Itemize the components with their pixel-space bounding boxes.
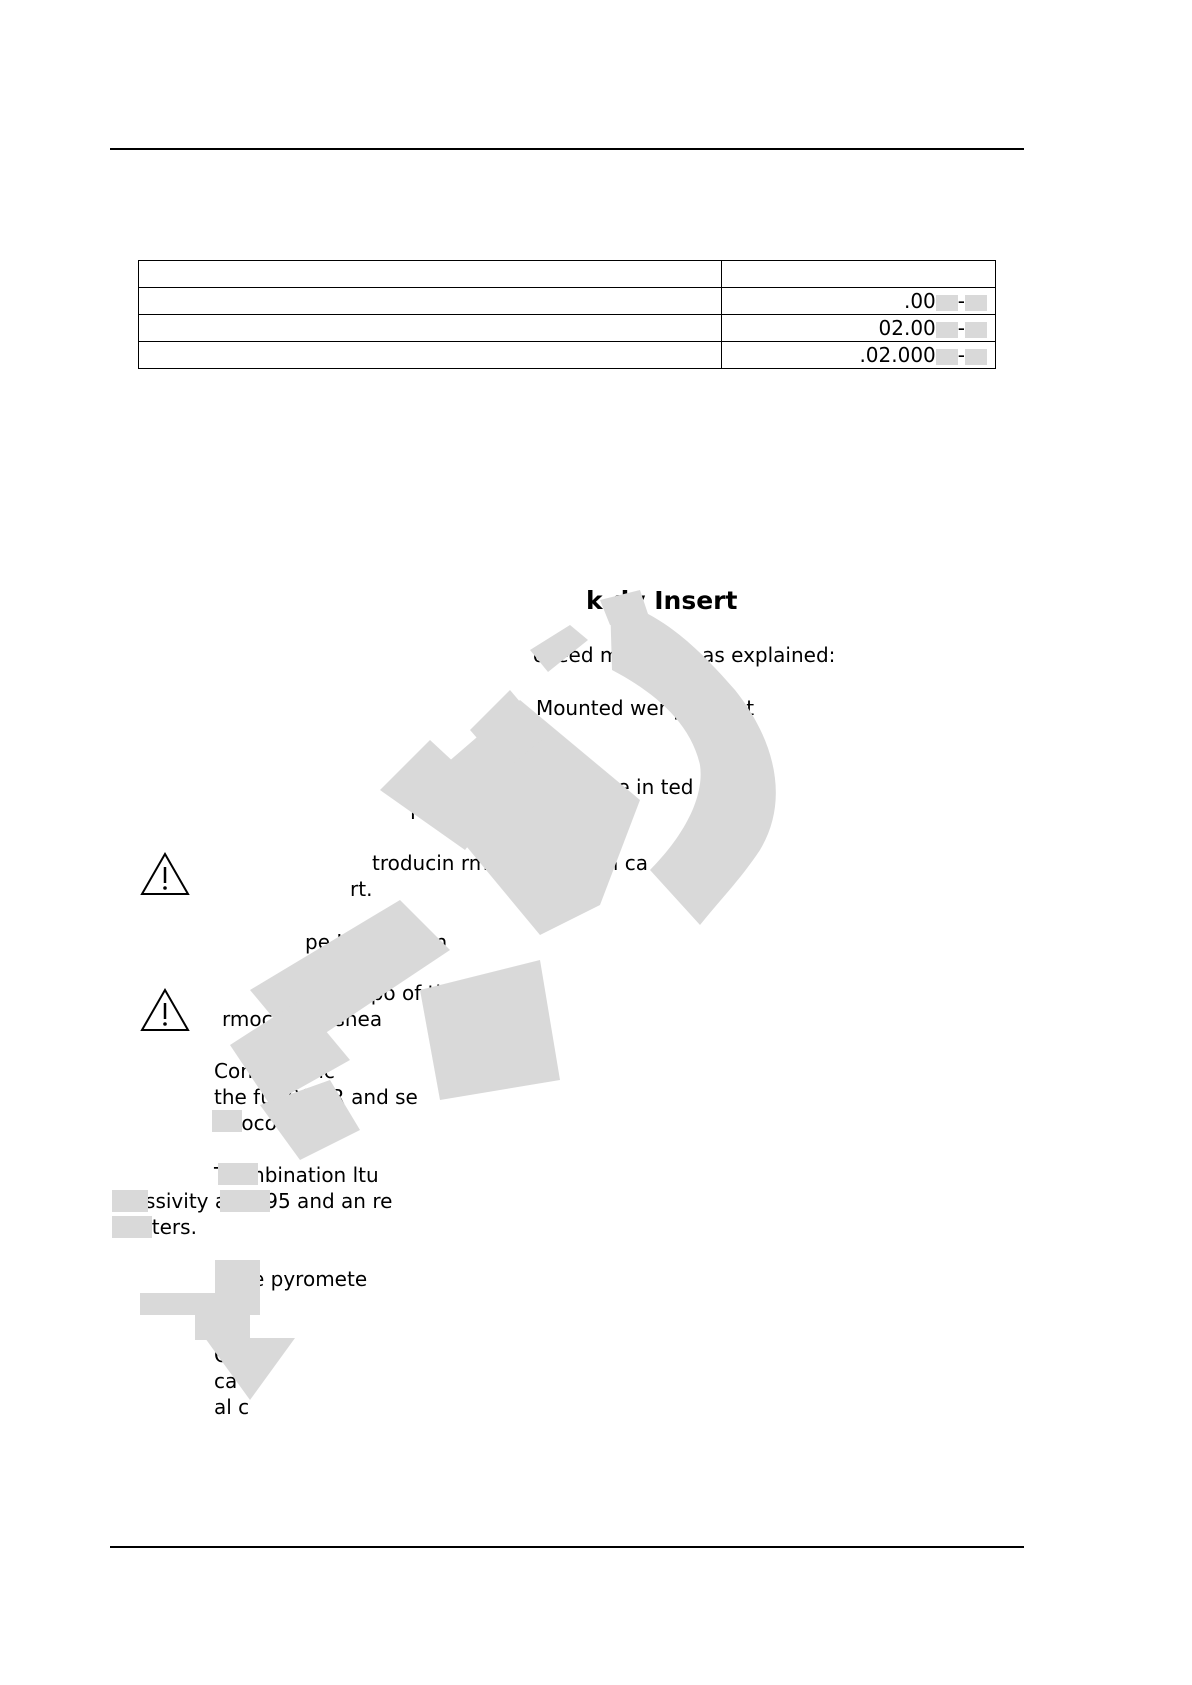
table-row: 02.00- — [138, 314, 996, 342]
redaction-mark — [965, 348, 987, 365]
body-line: oceed mounting as explained: — [533, 643, 836, 667]
table-row: .00- — [138, 287, 996, 315]
table-header-description — [138, 260, 722, 288]
body-line: ck ody cavity – Must be in ted — [395, 775, 694, 799]
redaction-mark — [965, 294, 987, 311]
body-line: li the pyromete — [214, 1267, 368, 1291]
part-code-cell: .02.000- — [721, 341, 996, 369]
part-description — [138, 287, 722, 315]
part-code-cell: 02.00- — [721, 314, 996, 342]
part-code-suffix: - — [957, 289, 965, 313]
body-line: Conn rmi nc — [214, 1059, 335, 1083]
table-header-code — [721, 260, 996, 288]
body-line: Th mbination ltu — [214, 1163, 379, 1187]
body-line: pe Insulato on — [305, 930, 448, 954]
footer-rule — [110, 1546, 1024, 1548]
body-line: rmocoupl — [214, 1111, 308, 1135]
body-line: missivity ab 0.95 and an re — [120, 1189, 393, 1213]
part-description — [138, 314, 722, 342]
body-line: al c — [214, 1395, 250, 1419]
part-description — [138, 341, 722, 369]
body-line: O he — [214, 1343, 262, 1367]
body-line: rt. — [350, 877, 373, 901]
redaction-mark — [935, 294, 958, 311]
parts-table: .00- 02.00- .02.000- — [138, 260, 996, 369]
warning-triangle-icon — [140, 988, 190, 1031]
redaction-mark — [935, 321, 958, 338]
body-line: r that the po of the slit c ir — [270, 981, 534, 1005]
body-line: meters. — [120, 1215, 197, 1239]
table-row: .02.000- — [138, 341, 996, 369]
body-line: ca — [214, 1369, 238, 1393]
body-line: rt ition. — [140, 1293, 213, 1317]
redaction-mark — [935, 348, 958, 365]
body-line: troducin rmocouple in th ca — [372, 851, 648, 875]
body-line: the fur 00PIR and se — [214, 1085, 418, 1109]
header-rule — [110, 148, 1024, 150]
redaction-mark — [965, 321, 987, 338]
part-code: 02.00 — [878, 316, 936, 340]
part-code: .02.000 — [859, 343, 936, 367]
table-header-row — [138, 260, 996, 288]
part-code-cell: .00- — [721, 287, 996, 315]
part-code: .00 — [903, 289, 936, 313]
part-code-suffix: - — [957, 343, 965, 367]
body-line: Mounted la y. — [410, 800, 544, 824]
body-line: rmocouple shea — [222, 1007, 383, 1031]
body-line: r – Mounted wer part of t — [505, 696, 755, 720]
section-heading: k dy Insert — [586, 586, 738, 615]
part-code-suffix: - — [957, 316, 965, 340]
warning-triangle-icon — [140, 852, 190, 895]
